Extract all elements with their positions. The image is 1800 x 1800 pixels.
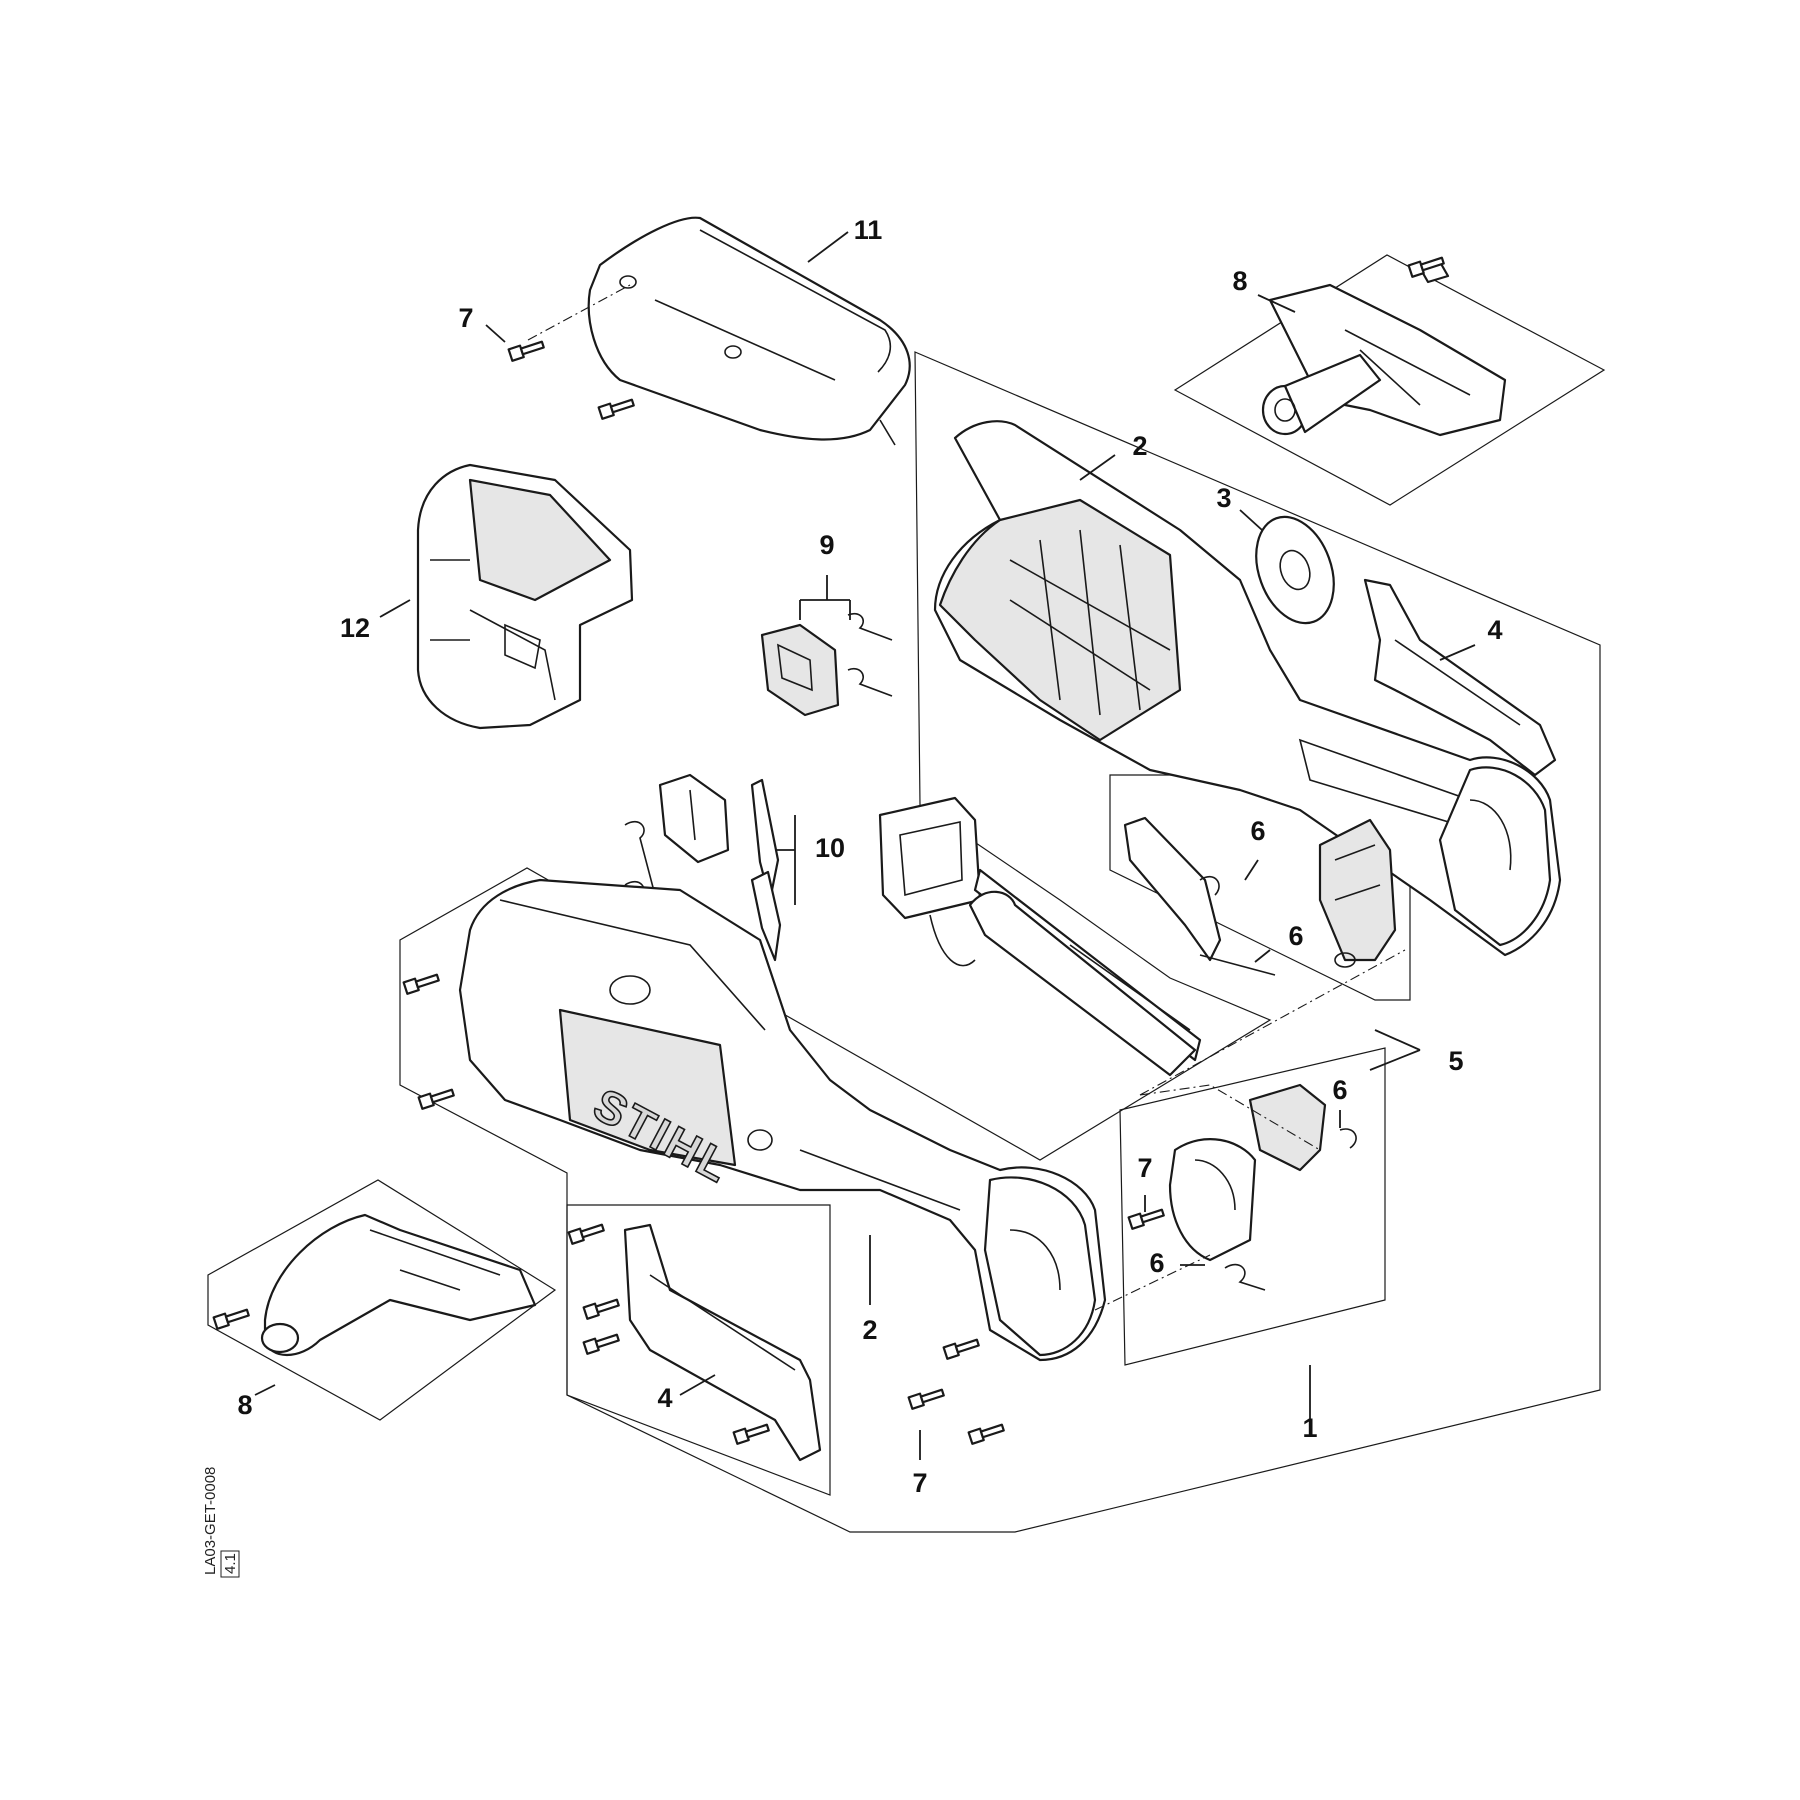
callout-4-bottom: 4: [657, 1383, 672, 1413]
callout-2-bottom: 2: [862, 1315, 877, 1345]
callout-3: 3: [1216, 483, 1231, 513]
housing-half-part-2-top: [933, 420, 1562, 957]
grip-shell-part-4-right: [1363, 578, 1557, 777]
callout-7-bottom: 7: [912, 1468, 927, 1498]
drawing-version-box: [220, 1550, 240, 1578]
callouts: 11 7 8 2 3 4 12 9 10 6 6 5 6 7 6 2 4 8 7…: [237, 215, 1502, 1498]
electronics-module: [878, 796, 1202, 1077]
callout-11: 11: [854, 215, 883, 245]
cover-part-11: [587, 216, 911, 446]
screw-5: [567, 1223, 605, 1245]
drawing-version: 4.1: [222, 1553, 239, 1574]
callout-6-c: 6: [1332, 1075, 1347, 1105]
trigger-part-5-lower: [1168, 1083, 1357, 1291]
screw-11: [967, 1423, 1005, 1445]
callout-5: 5: [1448, 1046, 1463, 1076]
callout-2-top: 2: [1132, 431, 1147, 461]
callout-8-bottom: 8: [237, 1390, 252, 1420]
callout-7-mid: 7: [1137, 1153, 1152, 1183]
screw-3: [402, 973, 440, 995]
screw-1: [507, 340, 545, 362]
grip-shell-part-4-bottom: [623, 1223, 822, 1462]
callout-9: 9: [819, 530, 834, 560]
callout-8-top: 8: [1232, 266, 1247, 296]
callout-1: 1: [1302, 1413, 1317, 1443]
callout-10: 10: [815, 833, 845, 863]
housing-half-part-2-bottom: STIHL: [458, 878, 1107, 1362]
drawing-reference: LA03-GET-0008 4.1: [202, 1467, 240, 1578]
screw-13: [212, 1308, 250, 1330]
callout-12: 12: [340, 613, 370, 643]
screw-14: [1407, 256, 1445, 278]
screw-9: [942, 1338, 980, 1360]
group-8-bottom-frame: [207, 1179, 557, 1421]
callout-7-top: 7: [458, 303, 473, 333]
switch-part-9: [760, 612, 893, 717]
screw-7: [582, 1333, 620, 1355]
callout-6-a: 6: [1250, 816, 1265, 846]
callout-4-right: 4: [1487, 615, 1502, 645]
handle-part-8-bottom: [260, 1213, 537, 1356]
callout-6-d: 6: [1149, 1248, 1164, 1278]
group-5-lower-frame: [1119, 1047, 1386, 1366]
trigger-part-5-upper: [1123, 816, 1397, 976]
callout-6-b: 6: [1288, 921, 1303, 951]
screw-10: [907, 1388, 945, 1410]
group-4-bottom-frame: [566, 1204, 831, 1496]
handle-part-8-top: [1261, 260, 1507, 437]
drawing-reference-code: LA03-GET-0008: [202, 1467, 219, 1575]
side-cover-part-12: [416, 463, 634, 730]
screw-6: [582, 1298, 620, 1320]
assembly-1-frame: [399, 351, 1601, 1533]
leader-lines: [254, 231, 1476, 1460]
screw-12: [1127, 1208, 1165, 1230]
screws-part-7: [212, 256, 1445, 1445]
screw-4: [417, 1088, 455, 1110]
lever-part-10: [624, 773, 782, 962]
screw-2: [597, 398, 635, 420]
screw-8: [732, 1423, 770, 1445]
washer-part-3: [1255, 515, 1335, 625]
